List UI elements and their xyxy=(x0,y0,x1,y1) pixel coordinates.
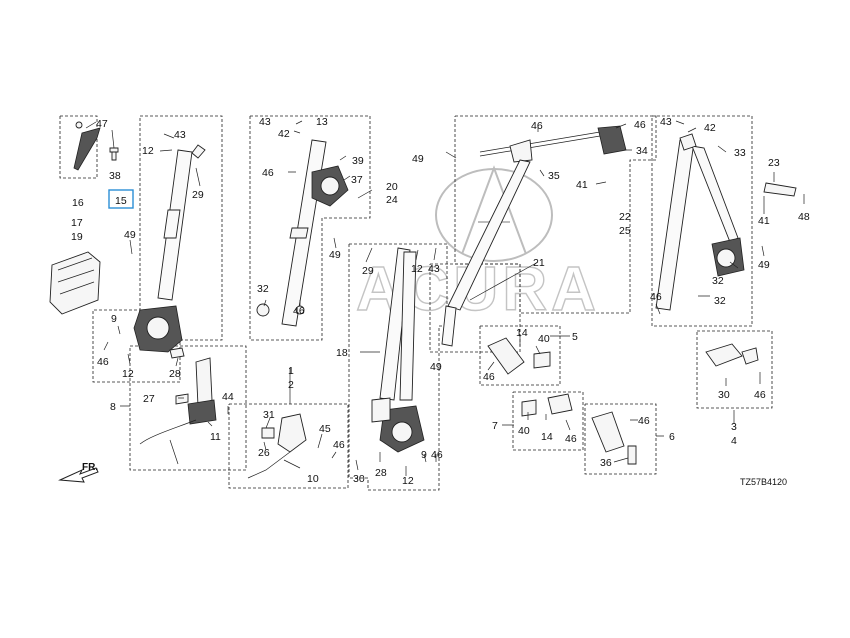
callout-35: 35 xyxy=(548,170,560,182)
callout-34: 34 xyxy=(636,145,648,157)
callout-14-b: 14 xyxy=(541,431,553,443)
callout-46: 46 xyxy=(97,356,109,368)
callout-43-b: 43 xyxy=(259,116,271,128)
part-21-roof-belt xyxy=(441,125,627,347)
callout-17: 17 xyxy=(71,217,83,229)
callout-28: 28 xyxy=(169,368,181,380)
callout-25: 25 xyxy=(619,225,631,237)
callout-43-c: 43 xyxy=(428,263,440,275)
highlight-box-15 xyxy=(108,189,134,209)
callout-16: 16 xyxy=(72,197,84,209)
callout-19: 19 xyxy=(71,231,83,243)
callout-46-h: 46 xyxy=(333,439,345,451)
callout-49-e: 49 xyxy=(430,361,442,373)
callout-36: 36 xyxy=(600,457,612,469)
callout-46-i: 46 xyxy=(431,449,443,461)
callout-38: 38 xyxy=(109,170,121,182)
callout-21: 21 xyxy=(533,257,545,269)
part-17-cover xyxy=(49,251,101,315)
callout-46-l: 46 xyxy=(754,389,766,401)
part-15-front-belt xyxy=(133,144,206,359)
callout-23: 23 xyxy=(768,157,780,169)
callout-44: 44 xyxy=(222,391,234,403)
part-20-belt-assembly xyxy=(256,139,349,327)
callout-9-b: 9 xyxy=(421,449,427,461)
callout-12-lower: 12 xyxy=(122,368,134,380)
callout-40: 40 xyxy=(538,333,550,345)
callout-43: 43 xyxy=(174,129,186,141)
part-16-rail xyxy=(73,121,119,171)
part-5-buckle xyxy=(487,337,551,375)
callout-1: 1 xyxy=(288,365,294,377)
leader-lines xyxy=(85,120,805,476)
callout-46-j: 46 xyxy=(565,433,577,445)
callout-11: 11 xyxy=(210,431,221,443)
callout-46-b: 46 xyxy=(262,167,274,179)
callout-49-c: 49 xyxy=(412,153,424,165)
callout-9: 9 xyxy=(111,313,117,325)
part-8-buckle-harness xyxy=(139,357,217,465)
callout-3: 3 xyxy=(731,421,737,433)
callout-32: 32 xyxy=(257,283,269,295)
callout-24: 24 xyxy=(386,194,398,206)
callout-46-c: 46 xyxy=(293,305,305,317)
callout-42: 42 xyxy=(278,128,290,140)
callout-4: 4 xyxy=(731,435,737,447)
callout-18: 18 xyxy=(336,347,348,359)
callout-32-b: 32 xyxy=(712,275,724,287)
callout-28-b: 28 xyxy=(375,467,387,479)
callout-29: 29 xyxy=(192,189,204,201)
callout-labels: 47 38 16 15 17 19 43 12 29 49 9 46 12 28… xyxy=(71,116,810,487)
callout-45: 45 xyxy=(319,423,331,435)
callout-12: 12 xyxy=(142,145,154,157)
callout-2: 2 xyxy=(288,379,294,391)
callout-8: 8 xyxy=(110,401,116,413)
callout-46-g: 46 xyxy=(483,371,495,383)
callout-22: 22 xyxy=(619,211,631,223)
callout-15: 15 xyxy=(115,195,127,207)
part-6-bracket xyxy=(591,411,637,465)
callout-13: 13 xyxy=(316,116,328,128)
callout-47: 47 xyxy=(96,118,108,130)
callout-41-b: 41 xyxy=(758,215,770,227)
callout-10: 10 xyxy=(307,473,319,485)
part-3-buckle xyxy=(705,343,759,367)
callout-30-b: 30 xyxy=(718,389,730,401)
callout-49: 49 xyxy=(124,229,136,241)
callout-43-d: 43 xyxy=(660,116,672,128)
callout-14: 14 xyxy=(516,327,528,339)
part-1-buckle xyxy=(247,413,307,479)
callout-46-f: 46 xyxy=(650,291,662,303)
callout-49-b: 49 xyxy=(329,249,341,261)
callout-31: 31 xyxy=(263,409,275,421)
callout-32-c: 32 xyxy=(714,295,726,307)
part-18-belt-assembly xyxy=(371,247,425,453)
callout-41: 41 xyxy=(576,179,588,191)
callout-29-b: 29 xyxy=(362,265,374,277)
front-label: FR. xyxy=(82,462,98,473)
callout-40-b: 40 xyxy=(518,425,530,437)
callout-46-e: 46 xyxy=(634,119,646,131)
callout-37: 37 xyxy=(351,174,363,186)
callout-42-b: 42 xyxy=(704,122,716,134)
callout-46-k: 46 xyxy=(638,415,650,427)
callout-12-c: 12 xyxy=(411,263,423,275)
callout-27: 27 xyxy=(143,393,155,405)
callout-6: 6 xyxy=(669,431,675,443)
callout-33: 33 xyxy=(734,147,746,159)
callout-12-d: 12 xyxy=(402,475,414,487)
callout-46-d: 46 xyxy=(531,120,543,132)
callout-30: 30 xyxy=(353,473,365,485)
callout-49-d: 49 xyxy=(758,259,770,271)
callout-7: 7 xyxy=(492,420,498,432)
callout-20: 20 xyxy=(386,181,398,193)
front-direction-arrow: FR. xyxy=(58,462,99,483)
callout-5: 5 xyxy=(572,331,578,343)
part-7-buckle xyxy=(521,393,573,417)
callout-48: 48 xyxy=(798,211,810,223)
callout-39: 39 xyxy=(352,155,364,167)
diagram-code: TZ57B4120 xyxy=(740,477,787,487)
callout-26: 26 xyxy=(258,447,270,459)
